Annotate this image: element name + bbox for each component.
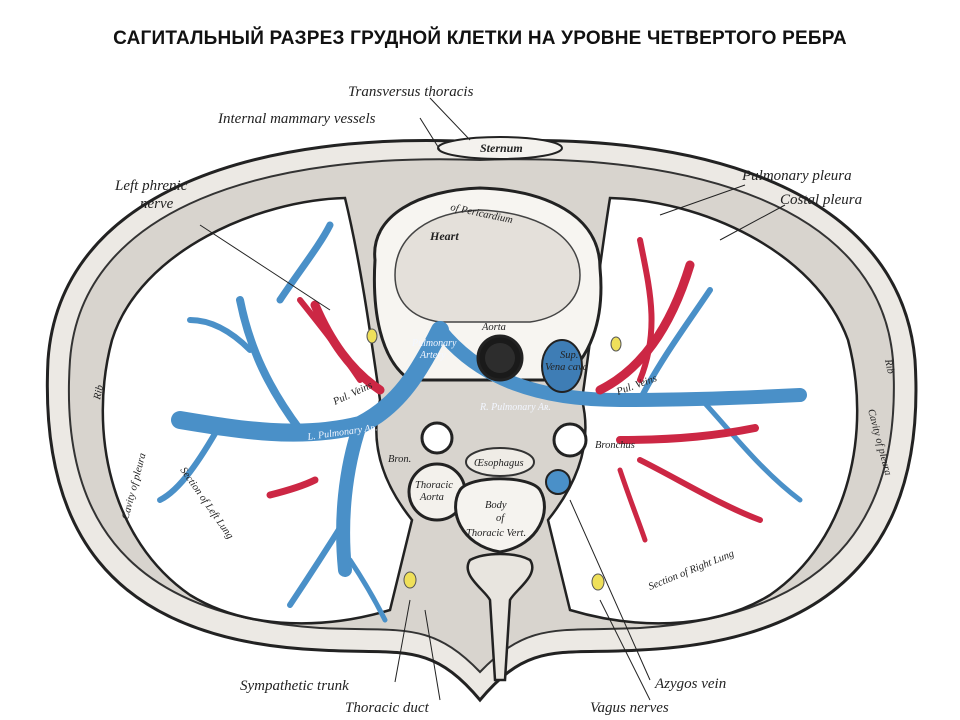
label-sup-vena-cava: Sup. [560, 350, 578, 361]
label-body-vert-2: of [496, 513, 506, 524]
label-heart: Heart [429, 229, 459, 243]
vertebral-body [454, 477, 546, 554]
sympathetic-trunk-right [591, 573, 605, 591]
label-thoracic-duct: Thoracic duct [345, 700, 430, 716]
label-internal-mammary-vessels: Internal mammary vessels [217, 111, 376, 127]
aorta-lumen [485, 343, 515, 373]
label-transversus-thoracis: Transversus thoracis [348, 84, 474, 100]
label-rib-left: Rib [92, 384, 106, 402]
label-pulmonary-pleura: Pulmonary pleura [741, 168, 852, 184]
label-body-vert-3: Thoracic Vert. [466, 528, 526, 539]
label-sympathetic-trunk: Sympathetic trunk [240, 678, 349, 694]
label-azygos-vein: Azygos vein [654, 676, 726, 692]
right-bronchus [552, 422, 588, 458]
right-pleural-cavity [546, 196, 859, 625]
label-thoracic-aorta: Thoracic [415, 480, 453, 491]
label-aorta: Aorta [481, 322, 506, 333]
label-thoracic-aorta-2: Aorta [419, 492, 444, 503]
label-rib-right: Rib [882, 357, 896, 375]
sympathetic-trunk-left [403, 571, 417, 589]
label-oesophagus: Œsophagus [474, 458, 524, 469]
left-phrenic-nerve [366, 328, 378, 344]
label-sternum: Sternum [480, 141, 523, 155]
label-body-vert: Body [485, 500, 507, 511]
spinous-process [466, 552, 534, 682]
leader-lines [199, 97, 786, 701]
oesophagus [465, 447, 535, 477]
label-r-pulmonary-a: R. Pulmonary Aʀ. [479, 402, 551, 413]
sternum [437, 136, 563, 160]
label-costal-pleura: Costal pleura [780, 192, 862, 208]
label-left-phrenic-nerve-2: nerve [140, 196, 174, 212]
superior-vena-cava [541, 339, 583, 393]
azygos-vein [545, 469, 571, 495]
label-bronchus-left: Bron. [388, 454, 411, 465]
slide-title: САГИТАЛЬНЫЙ РАЗРЕЗ ГРУДНОЙ КЛЕТКИ НА УРО… [113, 28, 847, 49]
label-sup-vena-cava-2: Vena cava [545, 362, 588, 373]
right-phrenic-nerve [610, 336, 622, 352]
left-bronchus [420, 421, 454, 455]
pulmonary-veins [266, 237, 763, 543]
label-bronchus-right: Bronchus [595, 440, 635, 451]
heart [394, 209, 581, 323]
label-left-phrenic-nerve: Left phrenic [114, 178, 188, 194]
label-pulmonary-artery-2: Artery [419, 350, 446, 361]
label-vagus-nerves: Vagus nerves [590, 700, 669, 716]
label-pulmonary-artery: Pulmonary [411, 338, 457, 349]
